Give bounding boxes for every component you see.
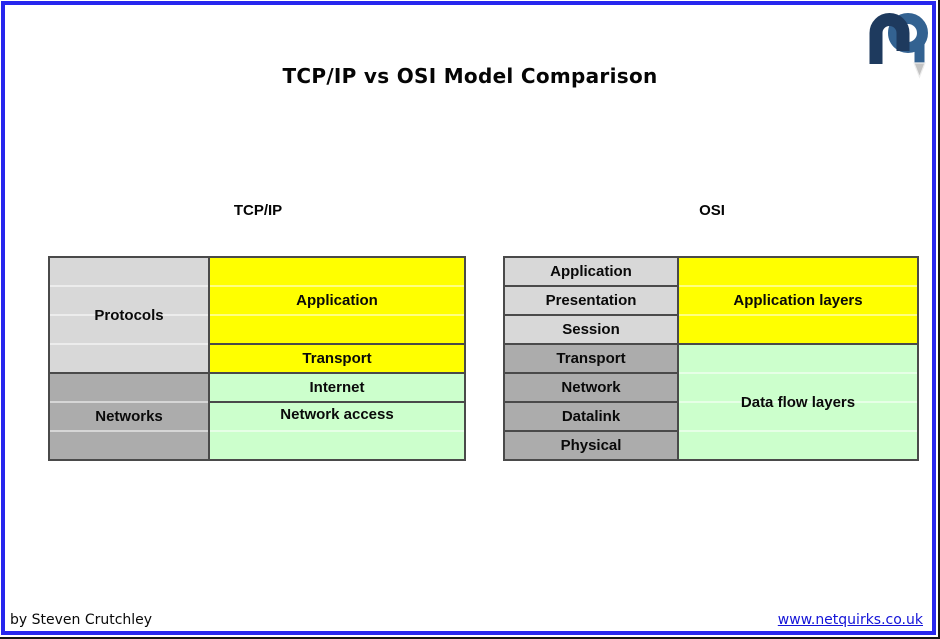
window-shadow-bottom <box>0 637 940 639</box>
tcpip-layer-transport: Transport <box>210 345 464 372</box>
osi-table: Application Presentation Session Transpo… <box>503 256 919 461</box>
osi-layer-application: Application <box>505 258 677 285</box>
osi-layer-session: Session <box>505 316 677 343</box>
osi-group-data-flow-layers: Data flow layers <box>679 345 917 459</box>
tcpip-table-header: TCP/IP <box>233 202 283 219</box>
osi-layer-presentation: Presentation <box>505 287 677 314</box>
osi-layer-physical: Physical <box>505 432 677 459</box>
osi-layer-datalink: Datalink <box>505 403 677 430</box>
tcpip-layer-application: Application <box>210 258 464 343</box>
tcpip-layer-internet: Internet <box>210 374 464 401</box>
footer-website-link[interactable]: www.netquirks.co.uk <box>777 612 923 628</box>
tcpip-group-networks: Networks <box>50 374 208 459</box>
tcpip-layer-network-access: Network access <box>210 403 464 459</box>
tcpip-group-protocols: Protocols <box>50 258 208 372</box>
osi-layer-transport: Transport <box>505 345 677 372</box>
tcpip-table: Protocols Networks Application Transport… <box>48 256 466 461</box>
osi-layer-network: Network <box>505 374 677 401</box>
osi-table-header: OSI <box>699 202 725 219</box>
slide-title: TCP/IP vs OSI Model Comparison <box>282 64 658 88</box>
window-shadow-right <box>938 0 940 639</box>
netquirks-logo-icon <box>869 13 928 79</box>
osi-group-application-layers: Application layers <box>679 258 917 343</box>
footer-author: by Steven Crutchley <box>10 612 153 628</box>
